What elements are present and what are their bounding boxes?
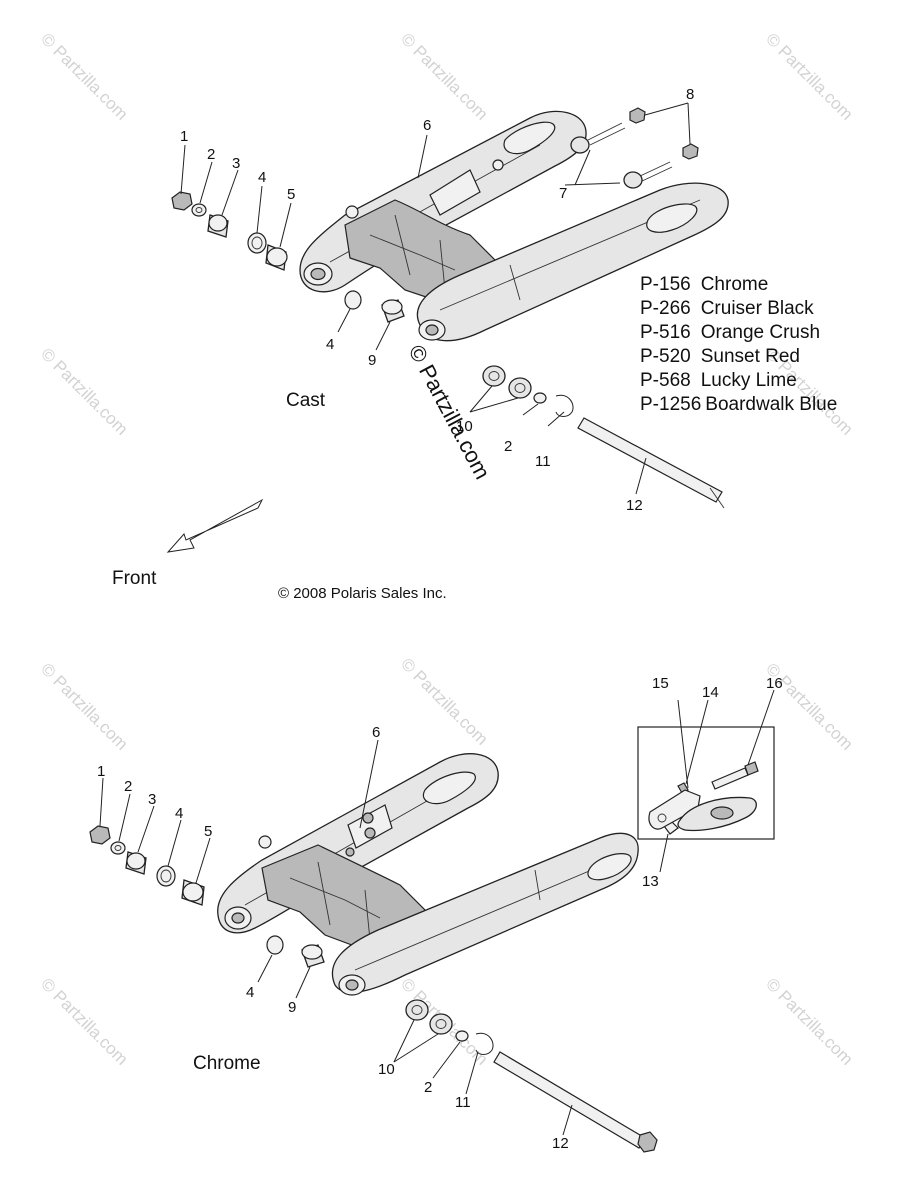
bottom-pivot-hardware: [89, 825, 325, 968]
bottom-part-15-bracket: [648, 789, 701, 830]
bottom-swingarm-view: 1 2 3 4 5 6 4 9 10 2 11 12 13 14 15 16 C…: [89, 675, 783, 1153]
top-callout-8: 8: [686, 86, 694, 103]
bottom-inset-box: [637, 726, 775, 840]
top-callout-3: 3: [232, 155, 240, 172]
bottom-callout-15: 15: [652, 675, 669, 692]
bottom-callout-3: 3: [148, 791, 156, 808]
front-label: Front: [112, 568, 157, 589]
bottom-callout-16: 16: [766, 675, 783, 692]
center-watermark: © Partzilla.com: [404, 341, 496, 484]
bottom-callout-11: 11: [455, 1094, 471, 1111]
bottom-callout-13: 13: [642, 873, 659, 890]
bottom-callout-4b: 4: [246, 984, 254, 1001]
top-part-2-washer: [191, 203, 207, 217]
top-callout-5: 5: [287, 186, 295, 203]
bottom-part-1-nut: [89, 825, 111, 845]
top-part-12-axle: [577, 417, 723, 503]
bottom-callout-14: 14: [702, 684, 719, 701]
bottom-callout-10: 10: [378, 1061, 395, 1078]
bottom-part-11-clip: [475, 1032, 494, 1055]
copyright-notice: © 2008 Polaris Sales Inc.: [278, 585, 447, 602]
top-swingarm-body: [299, 110, 729, 342]
watermark-6: © Partzilla.com: [37, 659, 131, 753]
top-callout-11: 11: [535, 453, 551, 470]
bottom-part-4b-bushing: [266, 935, 284, 955]
top-part-10-bearing: [482, 365, 506, 387]
front-direction-arrow: Front: [112, 498, 264, 589]
bottom-axle-stack: [405, 999, 658, 1153]
top-part-8-nut: [629, 107, 646, 124]
top-part-7b-bolt-head: [623, 171, 643, 189]
bottom-variant-label: Chrome: [193, 1053, 261, 1074]
watermark-2: © Partzilla.com: [397, 29, 491, 123]
top-bolts: [570, 107, 699, 189]
top-part-4-bushing: [247, 232, 267, 254]
top-callout-4: 4: [258, 169, 266, 186]
top-part-10b-bearing: [508, 377, 532, 399]
top-swingarm-view: 1 2 3 4 5 6 7 8 4 9 10 2 11 12 Cast: [171, 86, 729, 514]
bottom-callout-9: 9: [288, 999, 296, 1016]
bottom-part-4-bushing: [156, 865, 176, 887]
top-variant-label: Cast: [286, 390, 326, 411]
top-callouts: 1 2 3 4 5 6 7 8 4 9 10 2 11 12: [180, 86, 694, 514]
watermark-11: © Partzilla.com: [762, 974, 856, 1068]
bottom-callout-12: 12: [552, 1135, 569, 1152]
bottom-part-12-axle: [493, 1051, 646, 1149]
bottom-callout-6: 6: [372, 724, 380, 741]
watermark-9: © Partzilla.com: [37, 974, 131, 1068]
bottom-callout-1: 1: [97, 763, 105, 780]
top-part-11-clip: [555, 394, 574, 417]
top-callout-9: 9: [368, 352, 376, 369]
watermark-8: © Partzilla.com: [762, 659, 856, 753]
bottom-part-2b-washer: [455, 1030, 469, 1042]
bottom-part-2-washer: [110, 841, 126, 855]
top-callout-2: 2: [207, 146, 215, 163]
top-callout-2b: 2: [504, 438, 512, 455]
top-part-4b-bushing: [344, 290, 362, 310]
top-axle-stack: [482, 365, 725, 509]
bottom-callout-5: 5: [204, 823, 212, 840]
top-part-1-nut: [171, 191, 193, 211]
bottom-callout-4: 4: [175, 805, 183, 822]
bottom-axle-nut: [637, 1131, 658, 1153]
watermark-4: © Partzilla.com: [37, 344, 131, 438]
top-part-2b-washer: [533, 392, 547, 404]
bottom-swingarm-body: [217, 753, 639, 996]
top-part-7-bolt-head: [570, 136, 590, 154]
top-callout-10: 10: [456, 418, 473, 435]
top-leaders: [180, 102, 691, 495]
top-part-8b-nut: [682, 143, 699, 160]
bottom-part-10-bearing: [405, 999, 429, 1021]
top-callout-6: 6: [423, 117, 431, 134]
bottom-leaders: [99, 689, 775, 1136]
watermark-3: © Partzilla.com: [762, 29, 856, 123]
top-callout-1: 1: [180, 128, 188, 145]
top-callout-12: 12: [626, 497, 643, 514]
bottom-callout-2: 2: [124, 778, 132, 795]
top-pivot-hardware: [171, 191, 405, 323]
watermark-7: © Partzilla.com: [397, 654, 491, 748]
bottom-callout-2b: 2: [424, 1079, 432, 1096]
top-callout-7: 7: [559, 185, 567, 202]
bottom-callouts: 1 2 3 4 5 6 4 9 10 2 11 12 13 14 15 16: [97, 675, 783, 1152]
bottom-part-10b-bearing: [429, 1013, 453, 1035]
top-callout-4b: 4: [326, 336, 334, 353]
watermark-1: © Partzilla.com: [37, 29, 131, 123]
